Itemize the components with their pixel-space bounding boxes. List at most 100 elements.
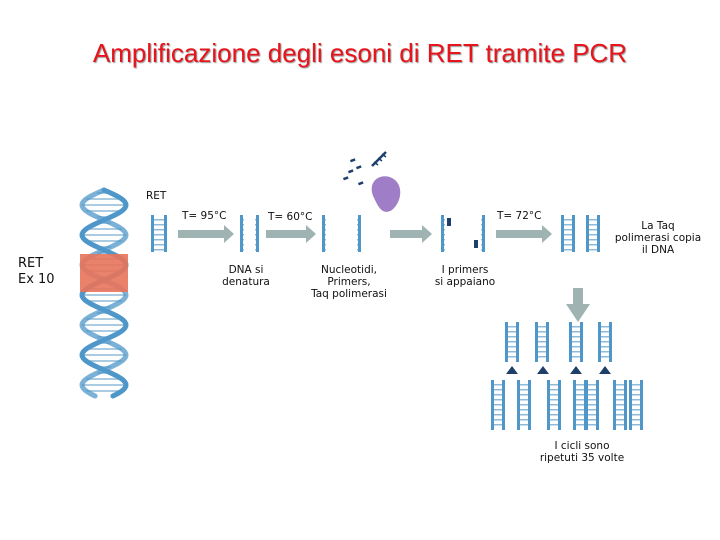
- ladder-strand: [164, 215, 167, 252]
- ladder-rung: [589, 224, 597, 226]
- ladder-rung: [588, 409, 596, 411]
- ladder-rung: [243, 234, 244, 236]
- ret-exon-label: RET Ex 10: [18, 256, 55, 288]
- arrow-shaft: [573, 288, 583, 306]
- denature-line-1: DNA si: [228, 264, 264, 276]
- ladder-rung: [632, 419, 640, 421]
- ladder-rung: [508, 341, 516, 343]
- ret-gene-label: RET: [146, 190, 167, 202]
- page-title: Amplificazione degli esoni di RET tramit…: [92, 38, 628, 68]
- ladder-rung: [508, 351, 516, 353]
- ladder-rung: [572, 326, 580, 328]
- ladder-rung: [572, 341, 580, 343]
- ladder-rung: [550, 414, 558, 416]
- primer-tick: [373, 161, 379, 166]
- ladder-rung: [243, 244, 244, 246]
- ladder-rung: [255, 239, 256, 241]
- ladder-strand: [573, 380, 576, 430]
- ladder-rung: [588, 419, 596, 421]
- ladder-rung: [588, 404, 596, 406]
- ladder-strand: [613, 380, 616, 430]
- ladder-rung: [632, 384, 640, 386]
- ladder-rung: [616, 409, 624, 411]
- nucleotide: [343, 176, 349, 181]
- arrow-shaft: [178, 230, 224, 238]
- ladder-rung: [632, 409, 640, 411]
- ladder-rung: [481, 244, 482, 246]
- ladder-rung: [243, 219, 244, 221]
- ladder-strand: [516, 322, 519, 362]
- ladder-rung: [550, 419, 558, 421]
- reagents-label: Nucleotidi, Primers, Taq polimerasi: [304, 264, 394, 300]
- ladder-rung: [325, 244, 326, 246]
- ladder-rung: [255, 219, 256, 221]
- ladder-rung: [589, 244, 597, 246]
- ladder-rung: [550, 424, 558, 426]
- ladder-rung: [589, 219, 597, 221]
- ladder-rung: [616, 424, 624, 426]
- ladder-rung: [632, 424, 640, 426]
- ladder-rung: [494, 424, 502, 426]
- ladder-strand: [151, 215, 154, 252]
- cycles-line-2: ripetuti 35 volte: [539, 452, 625, 464]
- ladder-rung: [550, 404, 558, 406]
- reagents-line-2: Primers,: [327, 276, 371, 288]
- ladder-rung: [508, 356, 516, 358]
- ladder-rung: [564, 219, 572, 221]
- ladder-rung: [520, 394, 528, 396]
- taq-polymerase: [371, 176, 401, 212]
- ladder-rung: [508, 346, 516, 348]
- ladder-rung: [576, 404, 584, 406]
- ladder-rung: [357, 219, 358, 221]
- ladder-rung: [154, 249, 164, 251]
- ladder-rung: [538, 351, 546, 353]
- ladder-rung: [616, 394, 624, 396]
- ladder-rung: [572, 336, 580, 338]
- ret-exon-line-2: Ex 10: [18, 272, 55, 287]
- ladder-rung: [508, 336, 516, 338]
- ladder-rung: [357, 239, 358, 241]
- ladder-rung: [632, 399, 640, 401]
- ladder-strand: [358, 215, 361, 252]
- ladder-rung: [444, 234, 445, 236]
- ladder-rung: [601, 356, 609, 358]
- ladder-strand: [482, 215, 485, 252]
- ladder-rung: [520, 389, 528, 391]
- primers-anneal-label: I primers si appaiano: [430, 264, 500, 288]
- arrow-shaft: [266, 230, 306, 238]
- ladder-rung: [588, 394, 596, 396]
- ladder-strand: [629, 380, 632, 430]
- ladder-rung: [601, 331, 609, 333]
- ladder-rung: [576, 389, 584, 391]
- ladder-rung: [576, 419, 584, 421]
- ladder-strand: [547, 380, 550, 430]
- ladder-rung: [632, 389, 640, 391]
- ladder-rung: [154, 229, 164, 231]
- ladder-strand: [585, 380, 588, 430]
- process-arrows: [178, 225, 590, 322]
- ladder-rung: [576, 394, 584, 396]
- ladder-rung: [632, 404, 640, 406]
- ladder-rung: [325, 224, 326, 226]
- ladder-rung: [616, 399, 624, 401]
- ladder-strand: [256, 215, 259, 252]
- ladder-rung: [481, 219, 482, 221]
- ladder-rung: [572, 346, 580, 348]
- ladder-rung: [601, 351, 609, 353]
- ladder-rung: [572, 331, 580, 333]
- ladder-rung: [325, 249, 326, 251]
- ladder-rung: [494, 399, 502, 401]
- ladder-rung: [550, 409, 558, 411]
- ladder-rung: [589, 234, 597, 236]
- ladder-rung: [444, 249, 445, 251]
- ladder-rung: [357, 234, 358, 236]
- ladder-rung: [588, 399, 596, 401]
- ladder-rung: [588, 389, 596, 391]
- cycles-line-1: I cicli sono: [554, 440, 610, 452]
- ladder-strand: [609, 322, 612, 362]
- ladder-rung: [494, 419, 502, 421]
- ladder-strand: [561, 215, 564, 252]
- ladder-rung: [632, 414, 640, 416]
- ladder-rung: [520, 414, 528, 416]
- ladder-rung: [520, 384, 528, 386]
